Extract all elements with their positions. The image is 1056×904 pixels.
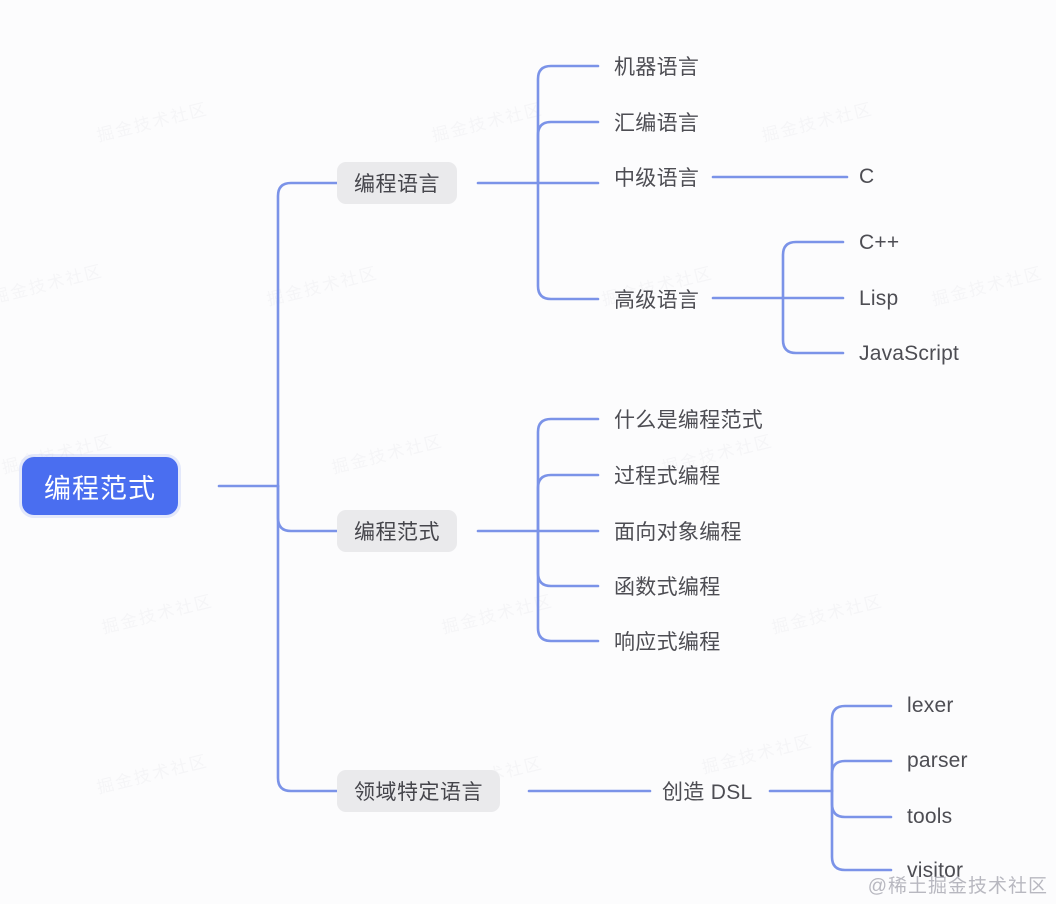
mindmap-branch-node-paradigm[interactable]: 编程范式 (337, 510, 457, 552)
background-watermark: 掘金技术社区 (439, 591, 556, 638)
link-spine-main (276, 181, 339, 488)
background-watermark: 掘金技术社区 (0, 261, 106, 308)
mindmap-leaf-create-dsl[interactable]: 创造 DSL (662, 776, 753, 806)
link-dsl-spine (830, 789, 893, 819)
link-paradigm-spine (536, 473, 600, 533)
leaf-label: lexer (907, 694, 954, 717)
mindmap-leaf-lexer[interactable]: lexer (907, 691, 954, 721)
leaf-label: visitor (907, 859, 964, 882)
background-watermark: 掘金技术社区 (769, 591, 886, 638)
link-paradigm-spine (536, 417, 600, 533)
branch-label: 领域特定语言 (354, 781, 483, 804)
mindmap-leaf-what-is-paradigm[interactable]: 什么是编程范式 (614, 404, 763, 434)
mindmap-leaf-javascript[interactable]: JavaScript (859, 339, 959, 369)
mindmap-leaf-procedural-programming[interactable]: 过程式编程 (614, 460, 721, 490)
leaf-label: JavaScript (859, 342, 960, 365)
link-high-spine (781, 296, 845, 355)
mindmap-leaf-parser[interactable]: parser (907, 746, 968, 776)
leaf-label: 高级语言 (614, 289, 700, 312)
link-paradigm-spine (536, 529, 600, 588)
background-watermark: 掘金技术社区 (429, 99, 546, 146)
link-high-spine (781, 240, 845, 300)
leaf-label: 机器语言 (614, 56, 700, 79)
leaf-label: 什么是编程范式 (614, 409, 764, 432)
background-watermark: 掘金技术社区 (99, 591, 216, 638)
mindmap-branch-node-programming-language[interactable]: 编程语言 (337, 162, 457, 204)
background-watermark: 掘金技术社区 (94, 99, 211, 146)
attribution-watermark: @稀土掘金技术社区 (867, 876, 1048, 897)
leaf-label: 中级语言 (614, 167, 700, 190)
link-dsl-spine (830, 789, 893, 872)
leaf-label: parser (907, 749, 968, 772)
mindmap-leaf-machine-language[interactable]: 机器语言 (614, 51, 699, 81)
branch-label: 编程范式 (354, 521, 440, 544)
mindmap-leaf-assembly-language[interactable]: 汇编语言 (614, 107, 699, 137)
mindmap-leaf-object-oriented-programming[interactable]: 面向对象编程 (614, 516, 742, 546)
leaf-label: 汇编语言 (614, 112, 700, 135)
mindmap-leaf-tools[interactable]: tools (907, 802, 952, 832)
mindmap-branch-node-dsl[interactable]: 领域特定语言 (337, 770, 500, 812)
leaf-label: 过程式编程 (614, 465, 721, 488)
link-lang-spine (536, 181, 600, 301)
background-watermark: 掘金技术社区 (264, 263, 381, 310)
leaf-label: tools (907, 805, 953, 828)
mindmap-leaf-reactive-programming[interactable]: 响应式编程 (614, 626, 721, 656)
leaf-label: C (859, 165, 875, 188)
branch-label: 编程语言 (354, 173, 440, 196)
background-watermark: 掘金技术社区 (929, 263, 1046, 310)
background-watermark: 掘金技术社区 (329, 431, 446, 478)
link-dsl-spine (830, 704, 893, 793)
leaf-label: 函数式编程 (614, 576, 721, 599)
mindmap-leaf-high-level-language[interactable]: 高级语言 (614, 284, 699, 314)
mindmap-leaf-visitor[interactable]: visitor (907, 856, 963, 886)
link-lang-spine (536, 64, 600, 185)
mindmap-leaf-lisp[interactable]: Lisp (859, 284, 898, 314)
mindmap-leaf-functional-programming[interactable]: 函数式编程 (614, 571, 721, 601)
mindmap-leaf-intermediate-language[interactable]: 中级语言 (614, 162, 699, 192)
background-watermark: 掘金技术社区 (699, 731, 816, 778)
mindmap-leaf-c[interactable]: C (859, 162, 874, 192)
link-dsl-spine (830, 759, 893, 793)
leaf-label: 面向对象编程 (614, 521, 742, 544)
link-lang-spine (536, 120, 600, 185)
background-watermark: 掘金技术社区 (759, 99, 876, 146)
link-spine-main (276, 484, 339, 533)
leaf-label: Lisp (859, 287, 899, 310)
link-spine-main (276, 484, 339, 793)
background-watermark: 掘金技术社区 (94, 751, 211, 798)
mindmap-root-node[interactable]: 编程范式 (22, 457, 178, 515)
leaf-label: C++ (859, 231, 900, 254)
leaf-label: 创造 DSL (662, 781, 753, 804)
leaf-label: 响应式编程 (614, 631, 721, 654)
root-label: 编程范式 (44, 473, 156, 504)
mindmap-leaf-cpp[interactable]: C++ (859, 228, 899, 258)
